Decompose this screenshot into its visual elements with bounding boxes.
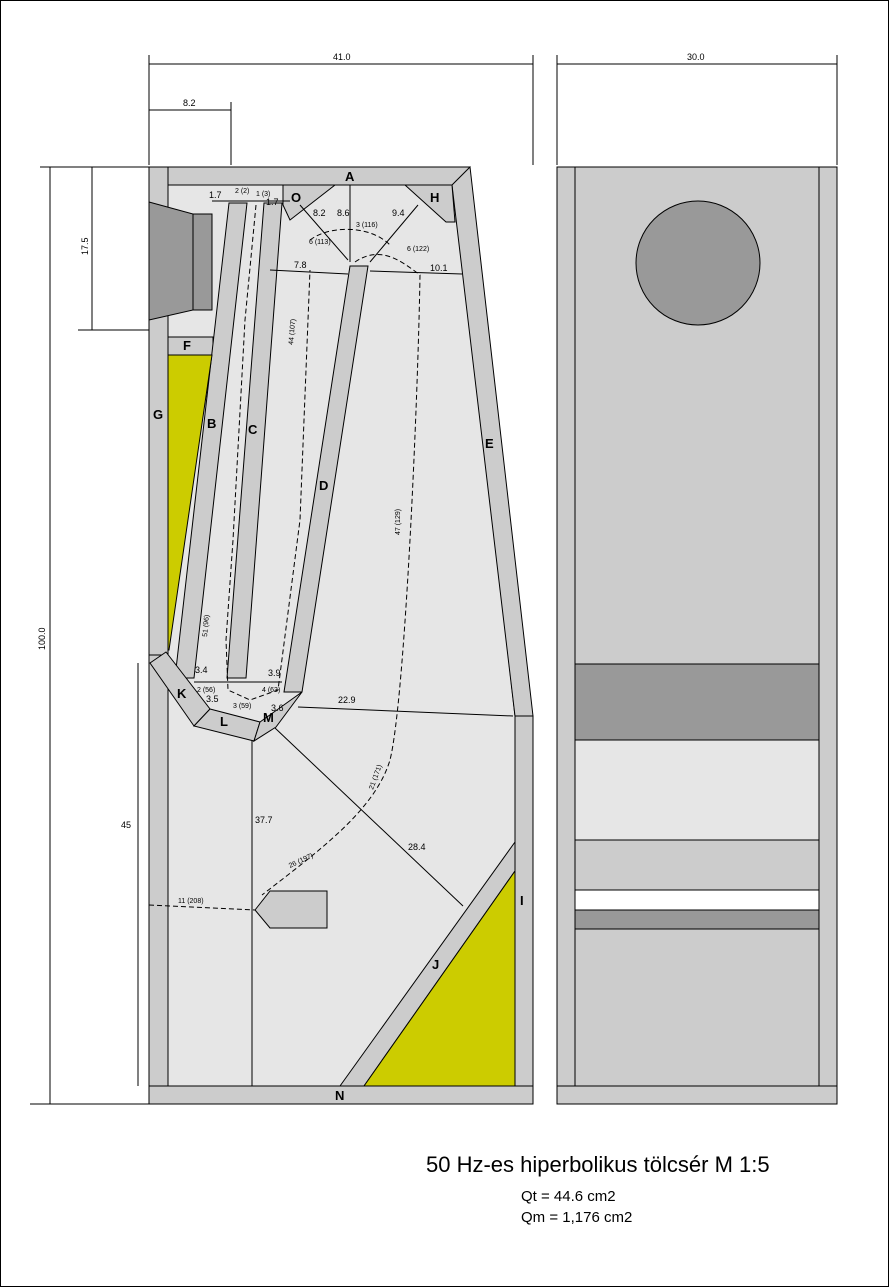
dim-11-208: 11 (208) <box>178 898 204 905</box>
dim-width-side: 41.0 <box>333 52 351 62</box>
dim-9-4: 9.4 <box>392 208 405 218</box>
front-strip <box>574 909 820 930</box>
front-slot <box>574 889 820 911</box>
dim-width-front: 30.0 <box>687 52 705 62</box>
panel-a <box>167 166 471 186</box>
dim-3-5: 3.5 <box>206 694 219 704</box>
dim-28-4: 28.4 <box>408 842 426 852</box>
dim-10-1: 10.1 <box>430 263 448 273</box>
dim-bottom-height: 45 <box>121 820 131 830</box>
dim-3-59: 3 (59) <box>233 703 251 710</box>
mouth-area: Qm = 1,176 cm2 <box>521 1209 633 1226</box>
fill-lower <box>363 869 516 1087</box>
dim-51-96: 51 (96) <box>202 614 211 637</box>
part-label-h: H <box>430 190 439 205</box>
part-label-c: C <box>248 422 258 437</box>
panel-i <box>514 715 534 1087</box>
panel-c <box>226 202 283 679</box>
panel-h <box>403 184 456 223</box>
part-label-l: L <box>220 714 228 729</box>
dim-6-122: 6 (122) <box>407 246 429 253</box>
panel-b <box>174 202 248 679</box>
driver-cone <box>148 201 194 321</box>
front-band-light <box>574 739 820 841</box>
dim-2-2: 2 (2) <box>235 188 249 195</box>
part-label-i: I <box>520 893 524 908</box>
horn-path-exit <box>148 904 256 911</box>
fill-upper <box>167 354 213 651</box>
front-band-mid <box>574 839 820 891</box>
dim-4-63: 4 (63) <box>262 687 280 694</box>
dim-47-129: 47 (129) <box>395 509 402 535</box>
dim-22-9: 22.9 <box>338 695 356 705</box>
part-label-e: E <box>485 436 494 451</box>
dim-3-4: 3.4 <box>195 665 208 675</box>
dim-2-56: 2 (56) <box>197 687 215 694</box>
dim-1-7-a: 1.7 <box>209 190 222 200</box>
driver-magnet <box>192 213 213 311</box>
front-driver-icon <box>635 200 761 326</box>
panel-o <box>282 184 337 221</box>
dim-6-113: 6 (113) <box>309 239 331 246</box>
dim-7-8: 7.8 <box>294 260 307 270</box>
dim-37-7: 37.7 <box>255 815 273 825</box>
panel-bottom-left <box>148 654 169 1087</box>
part-label-d: D <box>319 478 328 493</box>
mouth-marker <box>254 890 328 929</box>
dim-1-3: 1 (3) <box>256 191 270 198</box>
part-label-b: B <box>207 416 216 431</box>
front-foot <box>556 1085 838 1105</box>
dim-1-7-b: 1.7 <box>266 197 279 207</box>
front-band-dark <box>574 663 820 741</box>
part-label-n: N <box>335 1088 344 1103</box>
panel-m <box>253 691 303 743</box>
part-label-m: M <box>263 710 274 725</box>
dim-3-6: 3.6 <box>271 703 284 713</box>
drawing-title: 50 Hz-es hiperbolikus tölcsér M 1:5 <box>426 1152 770 1177</box>
part-label-o: O <box>291 190 301 205</box>
dim-driver-offset: 8.2 <box>183 98 196 108</box>
part-label-f: F <box>183 338 191 353</box>
dim-driver-height: 17.5 <box>80 237 90 255</box>
part-label-a: A <box>345 169 355 184</box>
dim-total-height: 100.0 <box>37 627 47 650</box>
horn-path-line <box>225 204 421 896</box>
dim-8-6: 8.6 <box>337 208 350 218</box>
throat-area: Qt = 44.6 cm2 <box>521 1188 616 1205</box>
dim-3-116: 3 (116) <box>356 222 378 229</box>
dim-44-107: 44 (107) <box>288 319 297 346</box>
part-label-j: J <box>432 957 439 972</box>
dim-3-9: 3.9 <box>268 668 281 678</box>
part-label-g: G <box>153 407 163 422</box>
dim-8-2: 8.2 <box>313 208 326 218</box>
part-label-k: K <box>177 686 187 701</box>
